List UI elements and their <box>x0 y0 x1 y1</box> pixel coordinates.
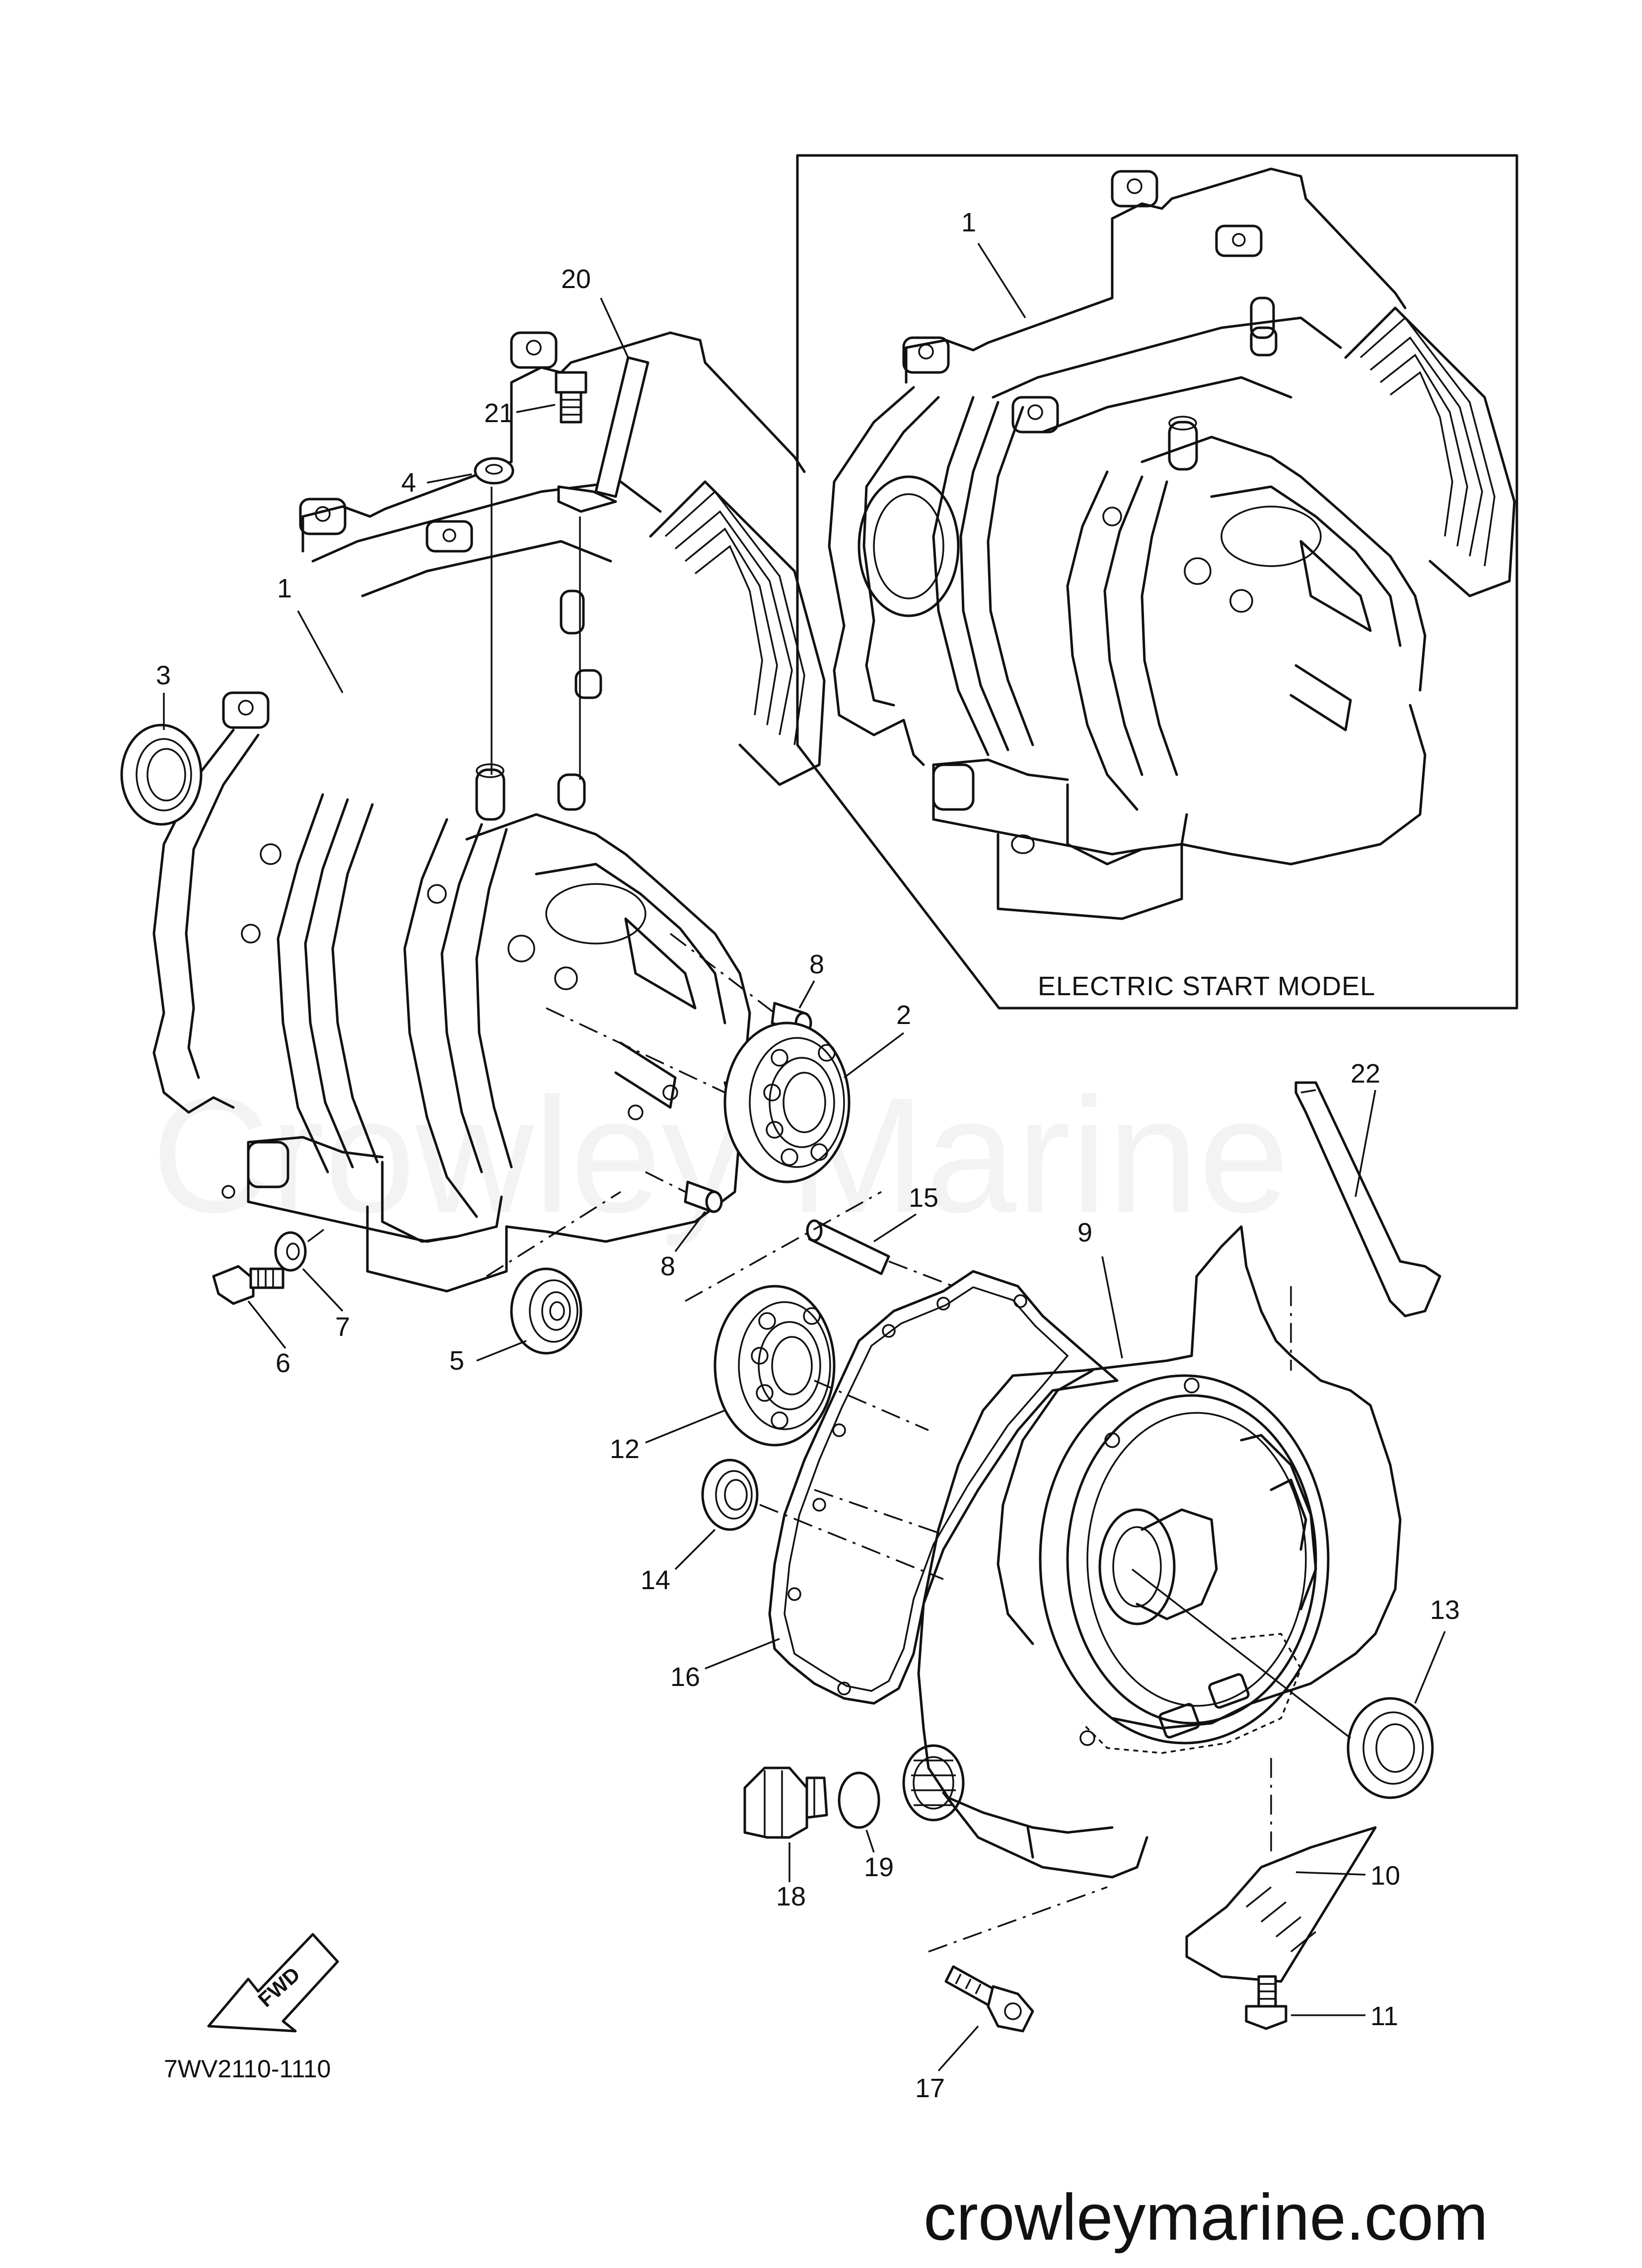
part-9-crankcase-cover <box>917 1225 1402 1879</box>
part-6-label: 6 <box>276 1348 290 1378</box>
part-18-label: 18 <box>776 1882 806 1911</box>
part-8-dowel-lower <box>684 1180 723 1213</box>
watermark: Crowley Marine <box>151 1063 1289 1247</box>
fwd-arrow-icon: FWD <box>207 1933 339 2033</box>
part-20-bracket <box>557 356 649 513</box>
diagram-code: 7WV2110-1110 <box>164 2055 331 2083</box>
part-3-oil-seal <box>120 724 203 826</box>
part-7-washer <box>274 1231 307 1272</box>
part-17-label: 17 <box>915 2073 945 2103</box>
part-21-bolt <box>555 371 587 424</box>
part-20-label: 20 <box>561 264 591 294</box>
part-12-label: 12 <box>610 1434 640 1464</box>
part-5-label: 5 <box>449 1346 464 1376</box>
part-5-bearing <box>510 1267 582 1355</box>
inset-label: ELECTRIC START MODEL <box>1038 971 1375 1001</box>
inset-part-1-label: 1 <box>961 208 976 237</box>
part-16-label: 16 <box>670 1662 700 1692</box>
part-11-label: 11 <box>1370 2001 1398 2031</box>
site-name: crowleymarine.com <box>924 2181 1488 2254</box>
part-12-bearing <box>714 1285 836 1447</box>
part-15-label: 15 <box>909 1183 938 1213</box>
part-15-shaft <box>806 1219 890 1275</box>
inset-electric-start: 1 ELECTRIC START MODEL <box>796 154 1518 1010</box>
part-22-label: 22 <box>1351 1059 1380 1089</box>
part-19-o-ring <box>838 1771 880 1829</box>
part-4-label: 4 <box>401 468 416 498</box>
part-3-label: 3 <box>156 660 171 690</box>
part-11-bolt <box>1245 1975 1287 2030</box>
part-21-label: 21 <box>484 398 514 428</box>
part-14-oil-seal <box>701 1459 759 1531</box>
part-8-upper-label: 8 <box>809 950 824 979</box>
part-1-label: 1 <box>277 574 292 603</box>
part-17-bolt <box>944 1965 1034 2033</box>
part-16-gasket <box>768 1270 1119 1705</box>
part-14-label: 14 <box>641 1565 670 1595</box>
part-18-drain-plug <box>743 1766 828 1839</box>
part-8-lower-label: 8 <box>660 1251 675 1281</box>
inset-crankcase <box>828 167 1516 920</box>
part-13-oil-seal <box>1347 1697 1434 1799</box>
part-2-bearing <box>723 1022 851 1183</box>
part-9-label: 9 <box>1077 1218 1092 1247</box>
part-4-washer <box>474 457 514 485</box>
part-6-bolt <box>212 1265 285 1305</box>
part-13-label: 13 <box>1430 1595 1460 1625</box>
inset-frame <box>796 154 1518 1010</box>
part-10-cover-plate <box>1185 1826 1377 1983</box>
part-7-label: 7 <box>335 1312 350 1342</box>
part-19-label: 19 <box>864 1852 894 1882</box>
part-2-label: 2 <box>896 1000 911 1030</box>
cover-plug-boss <box>902 1744 965 1822</box>
part-10-label: 10 <box>1370 1861 1400 1891</box>
part-22-bracket <box>1294 1081 1441 1317</box>
